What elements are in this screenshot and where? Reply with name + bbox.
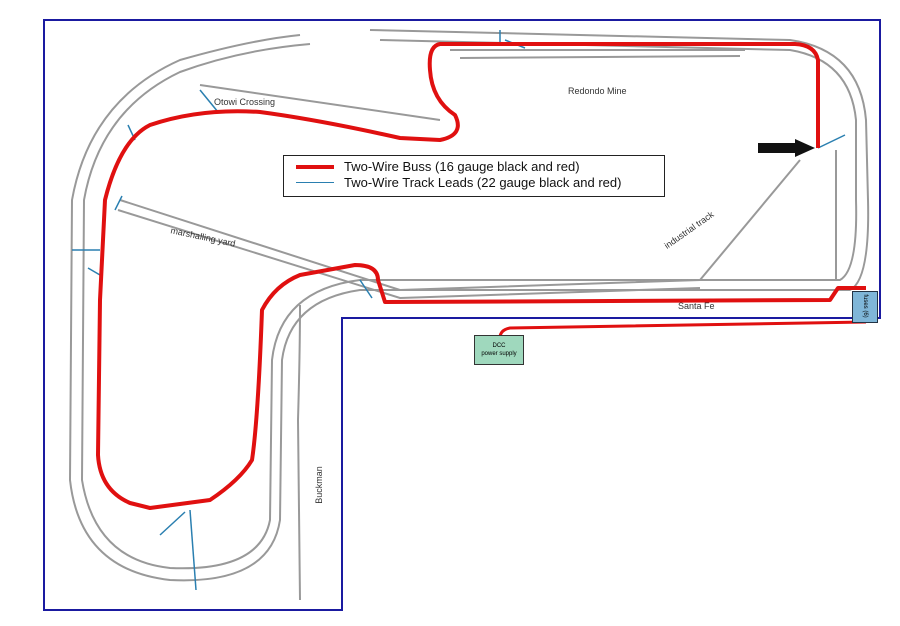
legend-buss-label: Two-Wire Buss (16 gauge black and red) [344, 159, 580, 174]
fuse-label: fuses (6) [862, 294, 868, 318]
dcc-power-supply: DCC power supply [474, 335, 524, 365]
label-redondo-mine: Redondo Mine [568, 86, 627, 96]
two-wire-buss [96, 42, 866, 510]
fuse-block: fuses (6) [852, 291, 878, 323]
legend-buss: Two-Wire Buss (16 gauge black and red) [284, 158, 664, 176]
power-feed-wire [498, 320, 867, 339]
dcc-sublabel: power supply [481, 351, 517, 357]
benchwork-outline [43, 19, 881, 611]
legend-leads-label: Two-Wire Track Leads (22 gauge black and… [344, 175, 622, 190]
dcc-label: DCC [492, 343, 506, 349]
legend-leads: Two-Wire Track Leads (22 gauge black and… [284, 174, 664, 192]
label-buckman: Buckman [313, 466, 324, 504]
legend: Two-Wire Buss (16 gauge black and red) T… [283, 155, 665, 197]
buss-swatch [296, 165, 334, 169]
arrow-icon [758, 139, 815, 157]
label-otowi-crossing: Otowi Crossing [214, 97, 276, 107]
track-lines [68, 29, 870, 601]
leads-swatch [296, 182, 334, 183]
label-santa-fe: Santa Fe [678, 301, 715, 311]
